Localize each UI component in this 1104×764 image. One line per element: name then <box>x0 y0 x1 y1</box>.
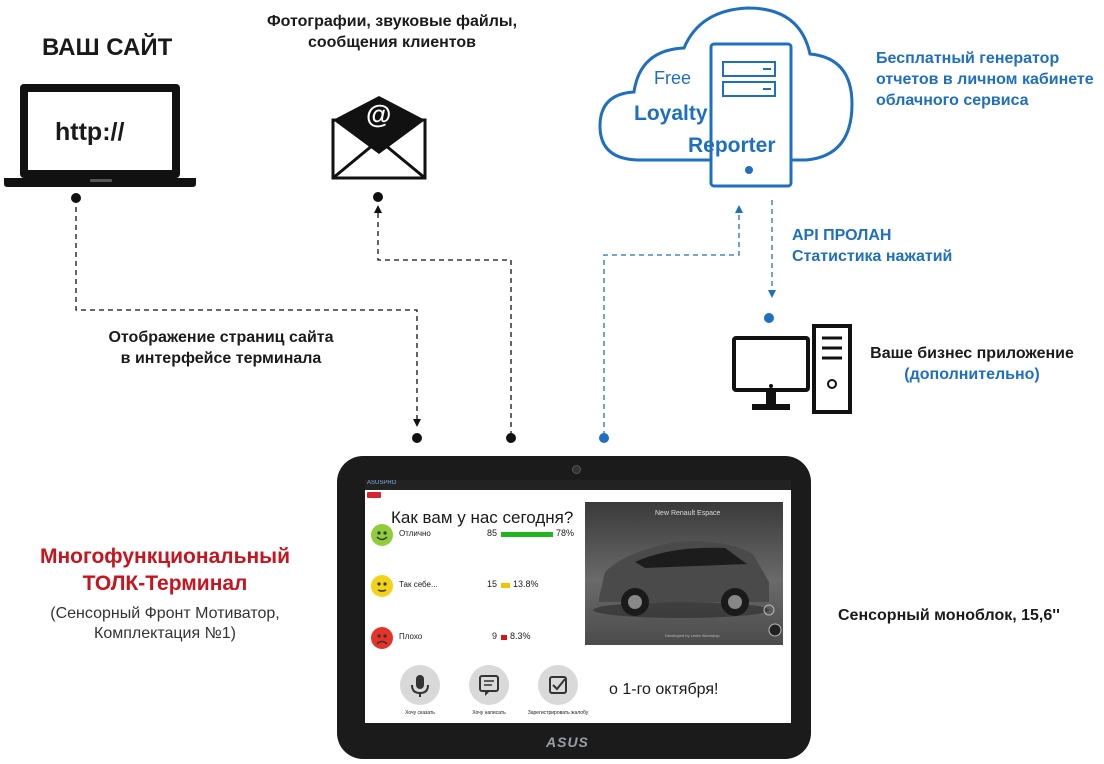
media-caption: Фотографии, звуковые файлы, сообщения кл… <box>262 12 522 54</box>
api-line2: Статистика нажатий <box>792 247 953 265</box>
rating-bar <box>501 532 553 537</box>
rating-bar <box>501 635 507 640</box>
message-icon <box>469 665 509 705</box>
media-arrow <box>374 205 382 213</box>
terminal-sub-line2: Комплектация №1) <box>94 625 236 643</box>
api-line1: API ПРОЛАН <box>792 227 892 244</box>
rating-row[interactable]: Плохо 9 8.3% <box>371 627 561 649</box>
business-description: Ваше бизнес приложение (дополнительно) <box>866 344 1078 386</box>
reporter-description: Бесплатный генератор отчетов в личном ка… <box>876 49 1094 111</box>
media-caption-line1: Фотографии, звуковые файлы, <box>266 13 518 30</box>
write-label: Хочу написать <box>472 710 506 716</box>
microphone-icon <box>400 665 440 705</box>
screen-badge <box>367 492 381 498</box>
desktop-computer-icon <box>732 324 852 414</box>
reporter-desc-line2: отчетов в личном кабинете <box>876 70 1094 88</box>
terminal-sub-line1: (Сенсорный Фронт Мотиватор, <box>50 604 280 622</box>
rating-count: 85 <box>486 528 497 538</box>
media-caption-line2: сообщения клиентов <box>307 33 476 51</box>
rating-row[interactable]: Так себе... 15 13.8% <box>371 575 561 597</box>
rating-face-icon <box>371 575 393 597</box>
cloud-free: Free <box>654 68 692 88</box>
rating-row[interactable]: Отлично 85 78% <box>371 524 574 546</box>
url-text: http:// <box>55 118 125 146</box>
terminal-dot-1 <box>412 433 422 443</box>
cloud-reporter: Reporter <box>688 134 776 157</box>
touch-terminal: ASUSPRO Как вам у нас сегодня? Отлично 85… <box>337 456 811 759</box>
terminal-screen: ASUSPRO Как вам у нас сегодня? Отлично 85… <box>365 480 791 723</box>
car-footer: Developed by Lenta Worxshop <box>665 633 720 638</box>
rating-label: Так себе... <box>399 580 438 589</box>
at-symbol: @ <box>366 99 392 129</box>
rating-count: 9 <box>491 631 497 641</box>
webcam <box>572 465 581 474</box>
site-display-line1: Отображение страниц сайта <box>108 329 334 346</box>
site-connector <box>75 198 418 422</box>
cloud-loyalty: Loyalty <box>634 102 708 125</box>
media-dot <box>373 192 383 202</box>
laptop-icon <box>4 84 196 187</box>
complaint-label: Зарегистрировать жалобу <box>527 710 589 716</box>
screen-top-bar <box>365 480 791 490</box>
site-title: ВАШ САЙТ <box>42 34 173 61</box>
terminal-dot-2 <box>506 433 516 443</box>
rating-face-icon <box>371 627 393 649</box>
api-arrow <box>768 290 776 298</box>
write-button[interactable]: Хочу написать <box>449 665 529 716</box>
car-image <box>593 541 782 637</box>
monoblock-caption: Сенсорный моноблок, 15,6'' <box>838 607 1060 624</box>
site-display-line2: в интерфейсе терминала <box>120 349 322 367</box>
car-promo-panel[interactable]: New Renault Espace Developed by Lenta Wo… <box>585 502 783 645</box>
rating-count: 15 <box>486 579 497 589</box>
rating-percent: 78% <box>556 528 575 538</box>
rating-label: Плохо <box>399 632 423 641</box>
api-description: API ПРОЛАН Статистика нажатий <box>792 226 952 268</box>
rating-percent: 8.3% <box>510 631 531 641</box>
say-button[interactable]: Хочу сказать <box>380 665 460 716</box>
asus-logo: ASUS <box>546 734 589 750</box>
site-dot <box>71 193 81 203</box>
say-label: Хочу сказать <box>405 710 435 716</box>
terminal-dot-3 <box>599 433 609 443</box>
business-line1: Ваше бизнес приложение <box>870 345 1074 362</box>
cloud-icon <box>598 6 854 188</box>
rating-percent: 13.8% <box>513 579 539 589</box>
car-title: New Renault Espace <box>655 510 721 517</box>
rating-label: Отлично <box>399 529 431 538</box>
terminal-title-line1: Многофункциональный <box>39 545 291 568</box>
reporter-desc-line3: облачного сервиса <box>876 91 1029 109</box>
terminal-title-line2: ТОЛК-Терминал <box>82 572 248 596</box>
envelope-icon <box>331 96 427 180</box>
site-arrow <box>413 419 421 427</box>
rating-face-icon <box>371 524 393 546</box>
checkbox-icon <box>538 665 578 705</box>
reporter-connector <box>603 210 740 436</box>
media-connector <box>377 210 512 436</box>
screen-brand: ASUSPRO <box>367 480 397 486</box>
reporter-arrow <box>735 205 743 213</box>
business-line2: (дополнительно) <box>904 365 1040 383</box>
complaint-button[interactable]: Зарегистрировать жалобу <box>518 665 598 716</box>
reporter-desc-line1: Бесплатный генератор <box>876 50 1060 67</box>
terminal-description: Многофункциональный ТОЛК-Терминал (Сенсо… <box>20 543 310 645</box>
business-dot <box>764 313 774 323</box>
promo-ticker: о 1-го октября! <box>609 681 719 698</box>
site-display-caption: Отображение страниц сайта в интерфейсе т… <box>96 328 346 370</box>
rating-bar <box>501 583 510 588</box>
survey-question: Как вам у нас сегодня? <box>391 508 574 527</box>
